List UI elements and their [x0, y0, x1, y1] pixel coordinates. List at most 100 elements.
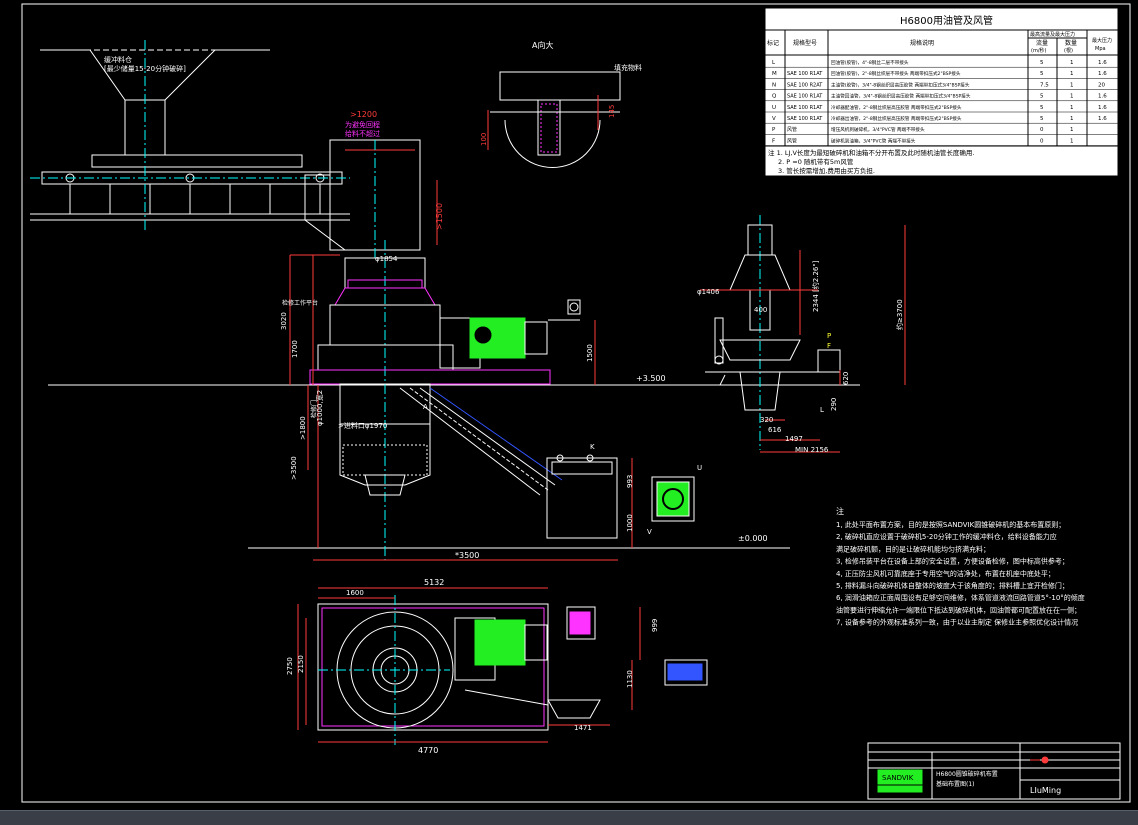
dim-1600: 1600	[346, 589, 364, 597]
side-elevation	[705, 215, 841, 450]
dim-1200: >1200	[350, 110, 377, 119]
table-cell-pressure: 1.6	[1098, 94, 1107, 100]
dim-1000: φ1000,宽2	[315, 390, 324, 426]
table-note: 注 1. LJ,V长度为最短破碎机和油箱不分开布置及此时随机油管长度确用.	[768, 148, 974, 157]
table-cell-pressure: 1.6	[1098, 71, 1107, 77]
title-block	[867, 742, 1121, 800]
dim-2150: 2150	[297, 655, 305, 673]
title-block-drawing-sub: 基础布置图(1)	[936, 780, 975, 788]
header-desc: 规格说明	[910, 39, 934, 47]
dim-1854: φ1854	[375, 255, 398, 263]
table-cell-desc: 冷却器出油管，2"-8钢丝织层高压胶管 两端带扣压式2"BSP接头	[831, 115, 962, 122]
table-cell-part: SAE 100 R1AT	[787, 71, 823, 77]
table-cell-qty: 1	[1070, 82, 1074, 88]
note-item: 4, 正压防尘风机可靠底座于专用空气的洁净处，布置在机座中底处平；	[836, 569, 1055, 578]
drawing-frame	[21, 3, 1131, 803]
dim-3020: 3020	[280, 312, 288, 330]
table-cell-flow: 7.5	[1040, 82, 1049, 88]
notes-title: 注	[836, 506, 844, 516]
dim-290: 290	[830, 398, 838, 411]
dim-1471: 1471	[574, 724, 592, 732]
table-cell-qty: 1	[1070, 105, 1074, 111]
table-cell-part: SAE 100 R1AT	[787, 105, 823, 111]
table-cell-mark: F	[772, 138, 775, 144]
main-elevation	[48, 240, 860, 560]
dim-2344: 2344 [约2.26"]	[811, 260, 820, 312]
note-item: 满足破碎机额，目的是让破碎机能均匀挤满充料；	[836, 544, 990, 553]
elevation-plus-3500: +3.500	[636, 374, 666, 383]
header-flow-unit: (m/秒)	[1031, 47, 1047, 54]
table-cell-qty: 1	[1070, 60, 1074, 66]
note-item: 7, 设备参考的外观标准系列一致，由于以业主制定 保修业主参照优化设计情况	[836, 618, 1078, 627]
table-cell-part: 风管	[787, 137, 797, 144]
dim-1497: 1497	[785, 435, 803, 443]
note-item: 油管要进行伸缩允许一端限位下抵达到破碎机体，回油管都可配置放在在一侧；	[836, 605, 1081, 614]
table-cell-desc: 冷却器配油管，2"-8钢丝织层高压胶管 两端带扣压式2"BSP接头	[831, 104, 962, 111]
table-cell-qty: 1	[1070, 116, 1074, 122]
table-cell-qty: 1	[1070, 94, 1074, 100]
dim-2750: 2750	[286, 657, 294, 675]
table-cell-desc: 回油管(胶管)，2"-8钢丝织层不带接头 两端带扣压式2"BSP接头	[831, 70, 961, 77]
note-item: 3, 检修吊装平台在设备上部的安全设置，方便设备检修，图中标高供参考；	[836, 557, 1069, 566]
dim-999: 999	[651, 619, 659, 632]
table-cell-flow: 5	[1040, 71, 1044, 77]
label-v: V	[647, 528, 652, 536]
plan-dimensions	[297, 587, 641, 743]
dim-620: 620	[842, 372, 850, 385]
header-flow: 流量	[1036, 39, 1048, 47]
note-item: 6, 润滑油箱应正面周围设有足够空间维修，体系管道液流回路管道5°-10°的倾度	[836, 593, 1085, 602]
table-cell-mark: M	[772, 71, 777, 77]
table-cell-qty: 1	[1070, 138, 1074, 144]
table-cell-part: SAE 100 R1AT	[787, 116, 823, 122]
hose-table	[764, 7, 1119, 177]
table-cell-mark: U	[772, 105, 776, 111]
dim-3500-horizontal: *3500	[455, 551, 479, 560]
table-cell-pressure: 1.6	[1098, 105, 1107, 111]
header-group: 最高流量及最大压力	[1030, 31, 1075, 38]
dim-1000b: 1000	[626, 514, 634, 532]
table-title: H6800用油管及风管	[900, 14, 993, 27]
feed-chute	[304, 139, 421, 260]
table-cell-mark: N	[772, 82, 776, 88]
table-cell-mark: Q	[772, 94, 777, 100]
dim-4770: 4770	[418, 746, 438, 755]
table-cell-mark: P	[772, 127, 776, 133]
table-cell-qty: 1	[1070, 71, 1074, 77]
table-cell-mark: V	[772, 116, 776, 122]
label-p: P	[827, 332, 831, 340]
status-bar	[0, 810, 1138, 825]
table-cell-pressure: 20	[1098, 82, 1105, 88]
label-l: L	[820, 406, 824, 414]
dim-3700: 约≥3700	[895, 299, 904, 330]
title-block-designer: LIuMing	[1030, 786, 1061, 795]
table-cell-pressure: 1.6	[1098, 60, 1107, 66]
plan-view	[317, 595, 708, 745]
table-cell-desc: 破碎机到油箱，3/4"PVC管 两端不带接头	[831, 137, 916, 144]
dim-5132: 5132	[424, 578, 444, 587]
dim-3500-vertical: >3500	[290, 456, 298, 480]
label-k: K	[590, 443, 595, 451]
table-cell-part: SAE 100 R1AT	[787, 94, 823, 100]
table-cell-flow: 0	[1040, 127, 1044, 133]
buffer-bin-note: 缓冲料仓	[104, 55, 132, 64]
a-view-title: A向大	[532, 40, 553, 50]
table-cell-pressure: 1.6	[1098, 116, 1107, 122]
buffer-bin-view	[30, 40, 350, 230]
header-pressure-unit: Mpa	[1095, 46, 1106, 52]
dim-100: 100	[480, 133, 488, 146]
pink-note-2: 给料不超过	[345, 129, 380, 138]
table-cell-flow: 5	[1040, 60, 1044, 66]
table-cell-flow: 0	[1040, 138, 1044, 144]
main-dimensions	[289, 254, 633, 561]
platform-note: 检修工作平台	[282, 299, 318, 307]
table-cell-flow: 5	[1040, 116, 1044, 122]
a-view-detail	[487, 71, 621, 168]
table-cell-part: SAE 100 R2AT	[787, 82, 823, 88]
label-a: A	[423, 403, 428, 411]
table-note: 2. P =0 随机带有5m风管	[778, 157, 854, 166]
dim-993: 993	[626, 475, 634, 488]
cover-note: 检修门	[310, 400, 318, 418]
